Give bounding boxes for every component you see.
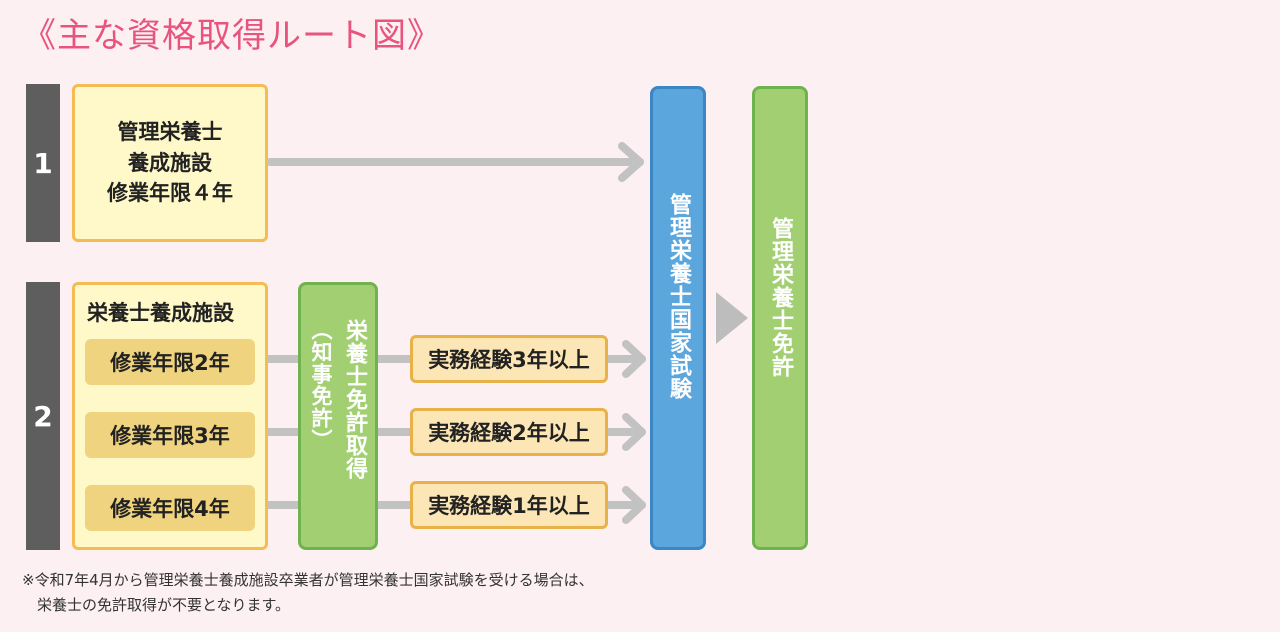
route1-line: 修業年限４年: [107, 181, 233, 206]
route2-number: 2: [26, 282, 60, 550]
eiyoushi-license-label: 栄養士免許取得: [342, 319, 367, 480]
footnote: ※令和7年4月から管理栄養士養成施設卒業者が管理栄養士国家試験を受ける場合は、 …: [22, 568, 594, 618]
route1-line: 養成施設: [128, 150, 212, 175]
route1-arrow: [266, 142, 644, 182]
route1-number: 1: [26, 84, 60, 242]
experience-1-year: 実務経験1年以上: [410, 481, 608, 529]
eiyoushi-license-note: （知事免許）: [309, 319, 333, 451]
footnote-line: 栄養士の免許取得が不要となります。: [22, 595, 291, 614]
route1-facility-box: 管理栄養士 養成施設 修業年限４年: [72, 84, 268, 242]
kanri-eiyoushi-license-box: 管理栄養士免許: [752, 86, 808, 550]
route1-line: 管理栄養士: [117, 120, 223, 145]
year-pill-3: 修業年限3年: [85, 412, 255, 458]
footnote-line: ※令和7年4月から管理栄養士養成施設卒業者が管理栄養士国家試験を受ける場合は、: [22, 571, 594, 589]
page-title: 《主な資格取得ルート図》: [22, 16, 442, 56]
year-connectors: [268, 355, 298, 509]
kanri-eiyoushi-license-label: 管理栄養士免許: [768, 217, 793, 378]
eiyoushi-license-box: 栄養士免許取得 （知事免許）: [298, 282, 378, 550]
route2-facility-box: 栄養士養成施設 修業年限2年 修業年限3年 修業年限4年: [72, 282, 268, 550]
experience-arrows: [604, 340, 646, 524]
year-pill-4: 修業年限4年: [85, 485, 255, 531]
experience-3-years: 実務経験3年以上: [410, 335, 608, 383]
route2-heading: 栄養士養成施設: [87, 301, 234, 325]
national-exam-label: 管理栄養士国家試験: [666, 193, 691, 400]
experience-2-years: 実務経験2年以上: [410, 408, 608, 456]
national-exam-box: 管理栄養士国家試験: [650, 86, 706, 550]
year-pill-2: 修業年限2年: [85, 339, 255, 385]
exam-to-license-arrow: [716, 292, 748, 344]
license-connectors: [378, 355, 410, 509]
